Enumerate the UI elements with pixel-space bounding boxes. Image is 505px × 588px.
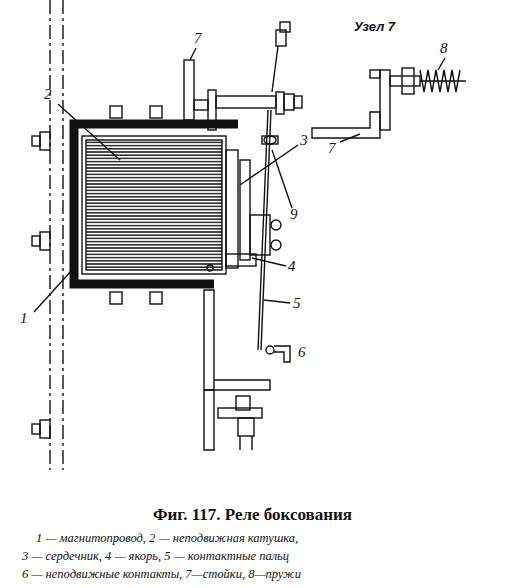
- caption-legend: 6 — неподвижные контакты, 7—стойки, 8—пр…: [22, 568, 301, 582]
- callout-number: 6: [298, 344, 306, 361]
- figure-caption: Фиг. 117. Реле боксования: [0, 506, 505, 525]
- callout-number: 1: [20, 310, 28, 327]
- callout-number: 7: [328, 140, 336, 157]
- caption-legend: 1 — магнитопровод, 2 — неподвижная катуш…: [36, 532, 298, 546]
- relay-lines: [32, 0, 466, 470]
- callout-number: 2: [44, 86, 52, 103]
- caption-legend: 3 — сердечник, 4 — якорь, 5 — контактные…: [22, 550, 289, 564]
- magnet-yoke: [74, 124, 238, 284]
- detail-heading: Узел 7: [354, 20, 395, 34]
- callout-number: 8: [440, 40, 448, 57]
- callout-number: 3: [300, 132, 308, 149]
- callout-number: 5: [293, 295, 301, 312]
- callout-number: 9: [290, 206, 298, 223]
- callout-number: 7: [194, 30, 202, 47]
- callout-number: 4: [288, 258, 296, 275]
